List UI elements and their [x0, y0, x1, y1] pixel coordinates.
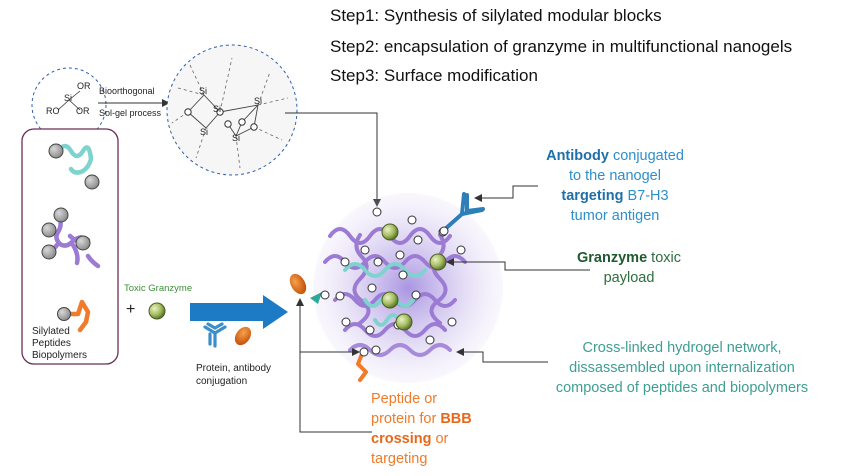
bbb-callout: Peptide or protein for BBB crossing or t… — [371, 389, 472, 469]
granzyme-word: Granzyme — [577, 250, 648, 266]
box-caption-line2: Peptides — [32, 338, 71, 349]
bbb-line1: Peptide or — [371, 391, 438, 407]
or-word: or — [431, 431, 449, 447]
hydrogel-line3: composed of peptides and biopolymers — [555, 380, 809, 396]
step-1-text: Step1: Synthesis of silylated modular bl… — [330, 6, 662, 25]
granzyme-callout: Granzyme toxic payload — [564, 248, 694, 288]
network-si-1: Si — [199, 86, 208, 96]
antibody-icon-surface — [442, 192, 485, 232]
toxic-granzyme-label: Toxic Granzyme — [124, 283, 193, 294]
plus-sign: + — [126, 301, 136, 318]
antibody-callout: Antibody conjugated to the nanogel targe… — [540, 146, 690, 226]
nanogel-granzyme-balls — [381, 223, 447, 331]
granzyme-callout-line — [446, 258, 590, 271]
nanogel-nodes — [335, 207, 466, 355]
hydrogel-callout: Cross-linked hydrogel network, dissassem… — [532, 338, 832, 398]
antibody-line2: to the nanogel — [569, 168, 661, 184]
encapsulation-arrow — [190, 295, 288, 329]
bbb-protein-callout-line — [296, 298, 372, 433]
bbb-line4: targeting — [371, 451, 428, 467]
bioorthogonal-label: Bioorthogonal — [99, 86, 155, 96]
bbb-peptide-icon — [356, 352, 368, 382]
protein-anchor-node — [320, 290, 330, 300]
precursor-si-label: Si — [64, 93, 73, 103]
conjugated-word: conjugated — [608, 148, 684, 164]
antibody-word: Antibody — [546, 148, 609, 164]
precursor-or1-label: OR — [77, 81, 91, 91]
nanogel-glow — [313, 193, 503, 383]
box-caption-line1: Silylated — [32, 326, 70, 337]
antibody-anchor-node — [439, 226, 449, 236]
network-si-2: Si — [254, 96, 263, 106]
siloxane-network-circle — [166, 44, 298, 176]
bbb-line2a: protein for — [371, 411, 441, 427]
precursor-ro-label: RO — [46, 106, 60, 116]
crossing-word: crossing — [371, 431, 432, 447]
step-3-text: Step3: Surface modification — [330, 66, 538, 85]
network-si-3: Si — [200, 127, 209, 137]
hydrogel-line1: Cross-linked hydrogel network, — [582, 340, 782, 356]
network-si-5: Si — [213, 104, 222, 114]
network-to-nanogel-connector — [285, 112, 381, 207]
precursor-or2-label: OR — [76, 106, 90, 116]
teal-peptide-block — [48, 143, 100, 190]
network-si-4: Si — [232, 133, 241, 143]
granzyme-ball — [148, 302, 166, 320]
box-caption: Silylated Peptides Biopolymers — [32, 326, 87, 362]
b7h3-word: B7-H3 — [623, 188, 669, 204]
antibody-callout-line — [474, 185, 538, 202]
conjugation-line2: conjugation — [196, 376, 248, 387]
step-2-text: Step2: encapsulation of granzyme in mult… — [330, 37, 793, 56]
antibody-icon-small — [203, 322, 227, 348]
protein-egg-icon — [234, 326, 252, 346]
bbb-protein-icon — [289, 273, 307, 295]
hydrogel-callout-line — [456, 348, 548, 363]
antibody-line4: tumor antigen — [570, 208, 660, 224]
precursor-circle — [31, 67, 107, 143]
conjugation-line1: Protein, antibody — [196, 363, 272, 374]
granzyme-line2: payload — [603, 270, 655, 286]
bbb-word: BBB — [440, 411, 472, 427]
targeting-word: targeting — [561, 188, 624, 204]
purple-biopolymer-block — [41, 207, 101, 269]
orange-peptide-block — [57, 299, 91, 333]
hydrogel-line2: dissassembled upon internalization — [569, 360, 795, 376]
linker-triangle — [310, 292, 322, 304]
conjugation-caption: Protein, antibody conjugation — [196, 362, 271, 388]
toxic-word: toxic — [647, 250, 681, 266]
peptide-anchor-node — [359, 347, 369, 357]
sol-gel-label: Sol-gel process — [99, 108, 162, 118]
box-caption-line3: Biopolymers — [32, 350, 88, 361]
